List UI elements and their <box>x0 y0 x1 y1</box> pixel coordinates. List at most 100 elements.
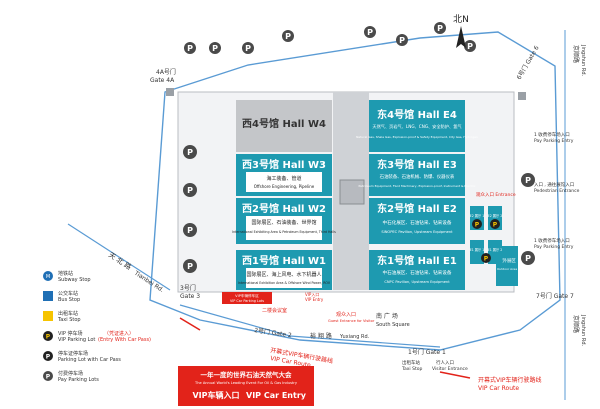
gate-1-label: 1号门 Gate 1 <box>408 348 446 356</box>
road-jingshun-bottom-en: Jingshun Rd. <box>580 314 586 347</box>
visitor-entry-cn: 行人入口 <box>436 359 454 366</box>
gate-4a-en: Gate 4A <box>150 77 175 84</box>
svg-text:P: P <box>212 44 218 53</box>
svg-text:Bus Stop: Bus Stop <box>58 297 80 303</box>
road-tianbei-en: Tianbei Rd. <box>132 269 165 294</box>
svg-text:P: P <box>46 334 51 341</box>
gate-3-cn: 3号门 <box>180 284 196 292</box>
hall-e4-desc-cn: 天然气、页岩气、LNG、CNG、安全防护、氢气 <box>372 123 462 130</box>
svg-text:P: P <box>285 32 291 41</box>
vip-route-2: 开幕式VIP车辆行驶路线 VIP Car Route <box>439 371 542 392</box>
pay-parking-entry-1-cn: 1 收费停车场入口 <box>534 131 570 138</box>
south-square-en: South Square <box>376 322 410 328</box>
pay-parking-icon: P <box>364 26 376 38</box>
pay-parking-icon: P <box>396 34 408 46</box>
road-jingshun-bottom: 京顺路 <box>572 315 580 333</box>
hall-w1-desc-en: International Exhibition Area & Offshore… <box>238 281 331 285</box>
svg-text:P: P <box>187 262 193 271</box>
svg-text:P: P <box>245 44 251 53</box>
small-hall-label: E1 展厅 2 <box>488 247 502 252</box>
pedestrian-entry-cn: 入口 , 通往展馆入口 <box>534 181 574 188</box>
vip-lot-en: VIP Car Parking Lots <box>230 299 264 303</box>
gate-4a-icon <box>166 88 174 96</box>
visitor-entry-en: Visitor Entrance <box>432 366 468 372</box>
car-pass-parking-icon: P <box>183 259 197 273</box>
road-jingshun-top-en: Jingshun Rd. <box>580 44 586 77</box>
pay-parking-icon: P <box>242 42 254 54</box>
vip-entry-small-en: VIP Entry <box>305 297 324 302</box>
car-pass-parking-icon: P <box>43 351 53 361</box>
road-yuxiang: 裕 翔 路 <box>310 332 332 340</box>
svg-text:P: P <box>367 28 373 37</box>
pay-parking-icon: P <box>43 371 53 381</box>
svg-text:Subway Stop: Subway Stop <box>58 277 91 283</box>
hall-e2-title: 东2号馆 Hall E2 <box>377 202 457 215</box>
svg-text:VIP车辆入口: VIP车辆入口 <box>192 390 239 400</box>
svg-text:P: P <box>46 374 51 381</box>
svg-text:P: P <box>484 256 489 263</box>
outer-road <box>149 31 561 351</box>
legend: M 地铁站 Subway Stop 公交车站 Bus Stop 出租车站 Tax… <box>43 270 151 383</box>
svg-text:P: P <box>187 44 193 53</box>
gate-7-label: 7号门 Gate 7 <box>536 292 574 300</box>
svg-text:M: M <box>46 274 50 280</box>
svg-text:付费停车场: 付费停车场 <box>58 370 83 377</box>
svg-text:P: P <box>187 226 193 235</box>
taxi-icon <box>43 311 53 321</box>
svg-text:P: P <box>399 36 405 45</box>
svg-text:（凭证进入）: （凭证进入） <box>104 330 134 337</box>
pay-parking-icon: P <box>209 42 221 54</box>
vip-lot-sign <box>222 292 272 304</box>
yuxiang-road-line <box>179 304 441 348</box>
hall-e1-desc-cn: 中石油展区、石油钻采、钻采设备 <box>383 269 452 276</box>
hall-w4[interactable] <box>236 100 332 152</box>
vip-parking-icon: P <box>490 219 500 229</box>
pay-parking-entry-2-cn: 1 收费停车场入口 <box>534 237 570 244</box>
svg-text:VIP Car Route: VIP Car Route <box>478 385 519 392</box>
small-hall-e1-1[interactable] <box>470 240 484 264</box>
small-hall-e1-2[interactable] <box>488 240 502 264</box>
vip-parking-icon: P <box>472 219 482 229</box>
hall-e1-desc-en: CNPC Pavilion, Upstream Equipment <box>384 280 450 284</box>
north-label: 北N <box>453 14 469 25</box>
hall-e3[interactable] <box>369 154 465 196</box>
hall-e4-desc-en: Natural Gas, Shale Gas, Explosion-proof … <box>356 135 478 139</box>
svg-text:P: P <box>467 42 473 51</box>
hall-e2-desc-en: SINOPEC Pavilion, Upstream Equipment <box>381 230 453 234</box>
small-hall-label: E2 展厅 2 <box>488 213 502 218</box>
gate-3-en: Gate 3 <box>180 293 200 300</box>
hall-e1-title: 东1号馆 Hall E1 <box>377 254 457 267</box>
center-entrance-label: 观众入口 Entrance <box>476 192 516 198</box>
road-jingshun-top: 京顺路 <box>572 45 580 63</box>
small-hall-label: E1 展厅 1 <box>470 247 484 252</box>
hall-e1[interactable] <box>369 250 465 290</box>
outdoor-area-en: Outdoor Area <box>497 267 517 271</box>
svg-text:出租车站: 出租车站 <box>58 310 78 317</box>
hall-w4-title: 西4号馆 Hall W4 <box>242 117 326 130</box>
pay-parking-icon: P <box>521 251 535 265</box>
svg-text:Parking Lot with Car Pass: Parking Lot with Car Pass <box>58 357 121 363</box>
vip-parking-icon: P <box>43 331 53 341</box>
pay-parking-icon: P <box>434 22 446 34</box>
hall-e4[interactable] <box>369 100 465 152</box>
gate-4a-cn: 4A号门 <box>156 68 176 76</box>
svg-text:公交车站: 公交车站 <box>58 290 78 297</box>
road-tianbei: 天 北 路 <box>107 250 133 271</box>
hall-w3-desc-cn: 海工装备、管道 <box>266 175 301 182</box>
road-yuxiang-en: Yuxiang Rd. <box>339 334 370 340</box>
svg-text:停车证停车场: 停车证停车场 <box>58 350 88 357</box>
gate-6-icon <box>518 92 526 100</box>
north-arrow-icon <box>456 26 466 48</box>
hall-e2[interactable] <box>369 198 465 244</box>
pay-parking-icon: P <box>282 30 294 42</box>
outdoor-area-cn: 室外展区 <box>498 257 516 264</box>
vip-entry-banner: 一年一度的世界石油天然气大会 The Annual World's Leadin… <box>178 366 314 406</box>
hall-e4-title: 东4号馆 Hall E4 <box>377 108 457 121</box>
svg-text:地铁站: 地铁站 <box>58 270 73 277</box>
svg-text:开幕式VIP车辆行驶路线: 开幕式VIP车辆行驶路线 <box>478 376 542 384</box>
pay-parking-icon: P <box>464 40 476 52</box>
registration-cn: 观众入口 <box>336 312 356 318</box>
svg-text:P: P <box>475 222 480 229</box>
pay-parking-entry-2-en: Pay Parking Entry <box>534 244 574 250</box>
south-square-cn: 南 广 场 <box>376 312 398 320</box>
